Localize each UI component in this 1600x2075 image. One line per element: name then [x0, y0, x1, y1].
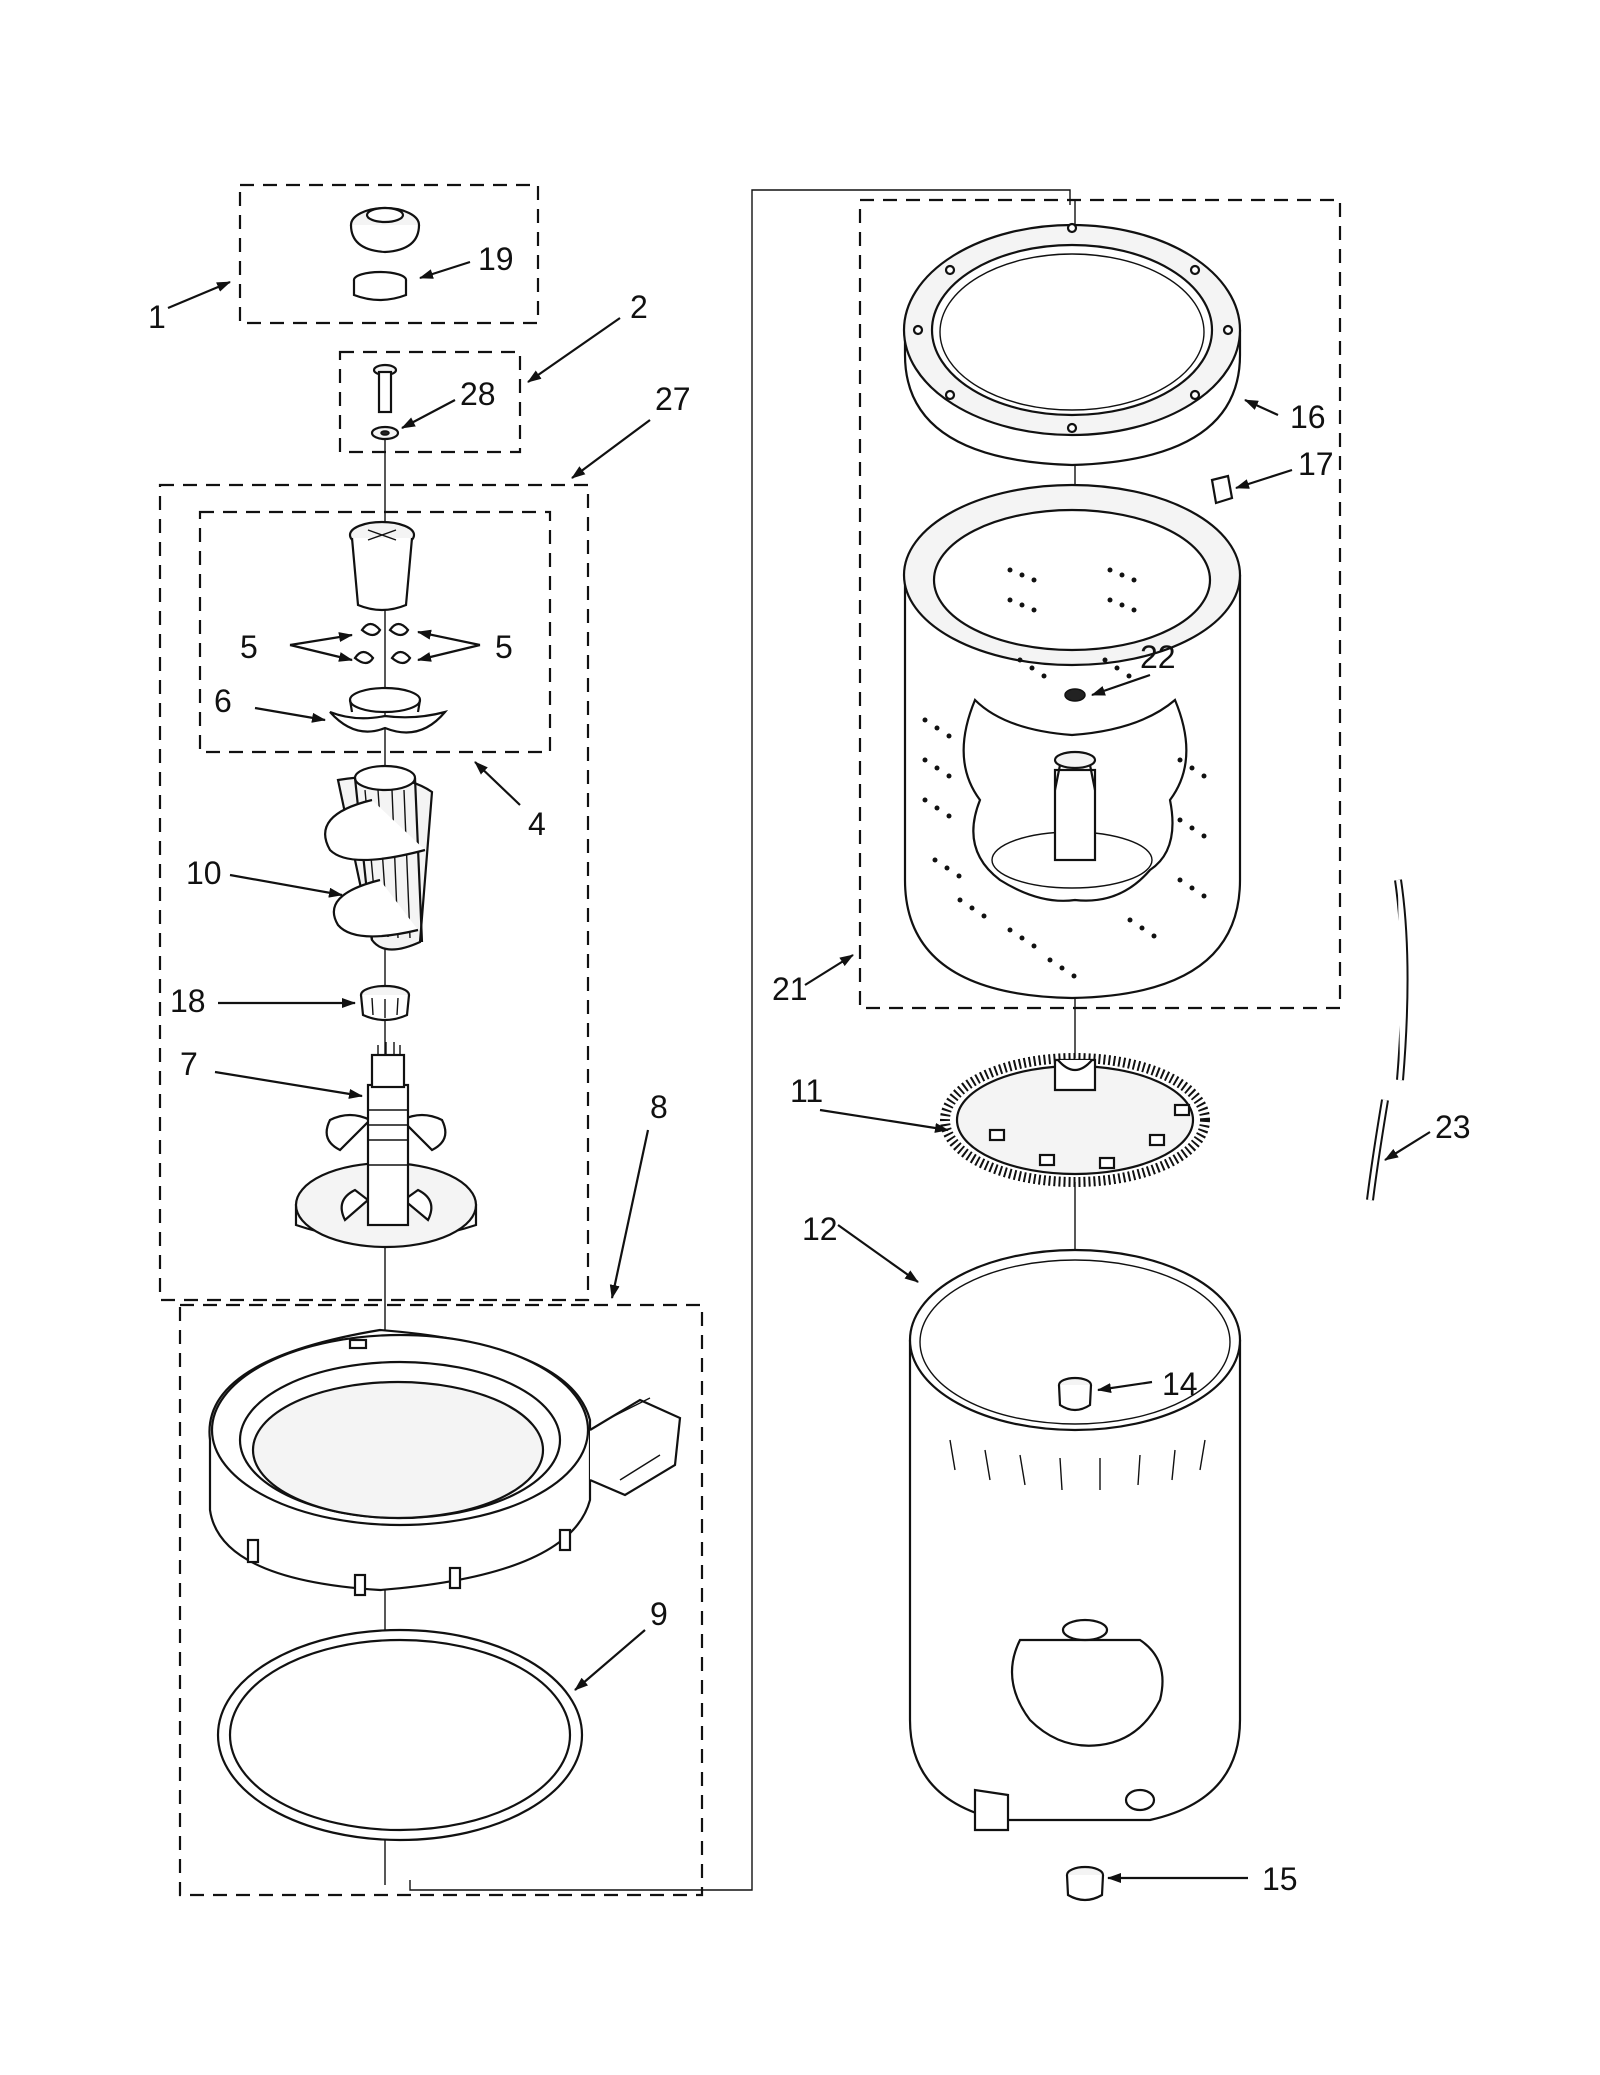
- callout-15: 15: [1262, 1861, 1298, 1897]
- callout-22: 22: [1140, 639, 1176, 675]
- seal-ring-19: [352, 270, 408, 302]
- callout-14: 14: [1162, 1366, 1198, 1402]
- callout-6: 6: [214, 683, 232, 719]
- group-box-4: [198, 510, 552, 754]
- callout-2: 2: [630, 289, 648, 325]
- group-box-27: [158, 483, 590, 1302]
- leader-4: [474, 761, 521, 806]
- gasket-9: [216, 1628, 584, 1842]
- leader-5a2: [289, 643, 353, 662]
- leader-1: [167, 280, 231, 310]
- tub-ring-8: [208, 1328, 682, 1597]
- hose-23: [1366, 879, 1409, 1201]
- callout-19: 19: [478, 241, 514, 277]
- callout-11: 11: [790, 1073, 823, 1109]
- callout-16: 16: [1290, 399, 1326, 435]
- group-box-1: [238, 183, 540, 325]
- leader-12: [837, 1224, 919, 1283]
- cam-6: [329, 686, 449, 734]
- callout-9: 9: [650, 1596, 668, 1632]
- callout-27: 27: [655, 381, 691, 417]
- filter-11: [940, 1053, 1210, 1187]
- callout-8: 8: [650, 1089, 668, 1125]
- callout-23: 23: [1435, 1109, 1471, 1145]
- callout-1: 1: [148, 299, 166, 335]
- leader-27: [571, 419, 651, 479]
- outer-tub-12: [908, 1248, 1242, 1832]
- leader-22: [1091, 673, 1151, 697]
- leader-5b: [417, 629, 481, 647]
- group-box-2: [338, 350, 522, 454]
- callout-28: 28: [460, 376, 496, 412]
- callout-5-right: 5: [495, 629, 513, 665]
- leader-9: [574, 1629, 646, 1691]
- bolt-28: [370, 363, 400, 441]
- leader-7: [214, 1070, 363, 1099]
- agitator-top-cam: [348, 520, 416, 612]
- agitator-cap: [349, 206, 421, 254]
- dogs-5: [353, 622, 412, 665]
- agitator-base-7: [294, 1042, 478, 1249]
- callout-7: 7: [180, 1046, 198, 1082]
- leader-5b2: [417, 643, 481, 662]
- bearing-14: [1057, 1376, 1093, 1412]
- leader-23: [1384, 1131, 1431, 1161]
- leader-19: [419, 260, 471, 280]
- leader-16: [1244, 398, 1279, 417]
- basket-21: [902, 483, 1242, 1000]
- balance-ring-16: [902, 222, 1242, 467]
- leader-10: [229, 873, 343, 898]
- auger-10: [324, 764, 434, 951]
- basket-perforations: [922, 567, 1207, 979]
- seal-15: [1065, 1865, 1105, 1902]
- clip-17: [1210, 474, 1234, 505]
- leader-28: [401, 399, 456, 429]
- leader-11: [819, 1108, 949, 1133]
- connector-line: [409, 189, 1071, 1891]
- callout-4: 4: [528, 806, 546, 842]
- callout-17: 17: [1298, 446, 1334, 482]
- leader-2: [527, 317, 621, 383]
- callout-21: 21: [772, 971, 808, 1007]
- leader-14: [1097, 1380, 1153, 1394]
- callout-10: 10: [186, 855, 222, 891]
- leader-17: [1235, 468, 1293, 490]
- leader-21: [804, 954, 854, 986]
- bushing-18: [359, 984, 411, 1022]
- leader-6: [254, 706, 326, 723]
- group-box-8: [178, 1303, 704, 1897]
- group-box-21: [858, 198, 1342, 1010]
- leader-8: [609, 1129, 650, 1299]
- leader-5a: [289, 632, 353, 647]
- callout-5-left: 5: [240, 629, 258, 665]
- callout-12: 12: [802, 1211, 838, 1247]
- callout-18: 18: [170, 983, 206, 1019]
